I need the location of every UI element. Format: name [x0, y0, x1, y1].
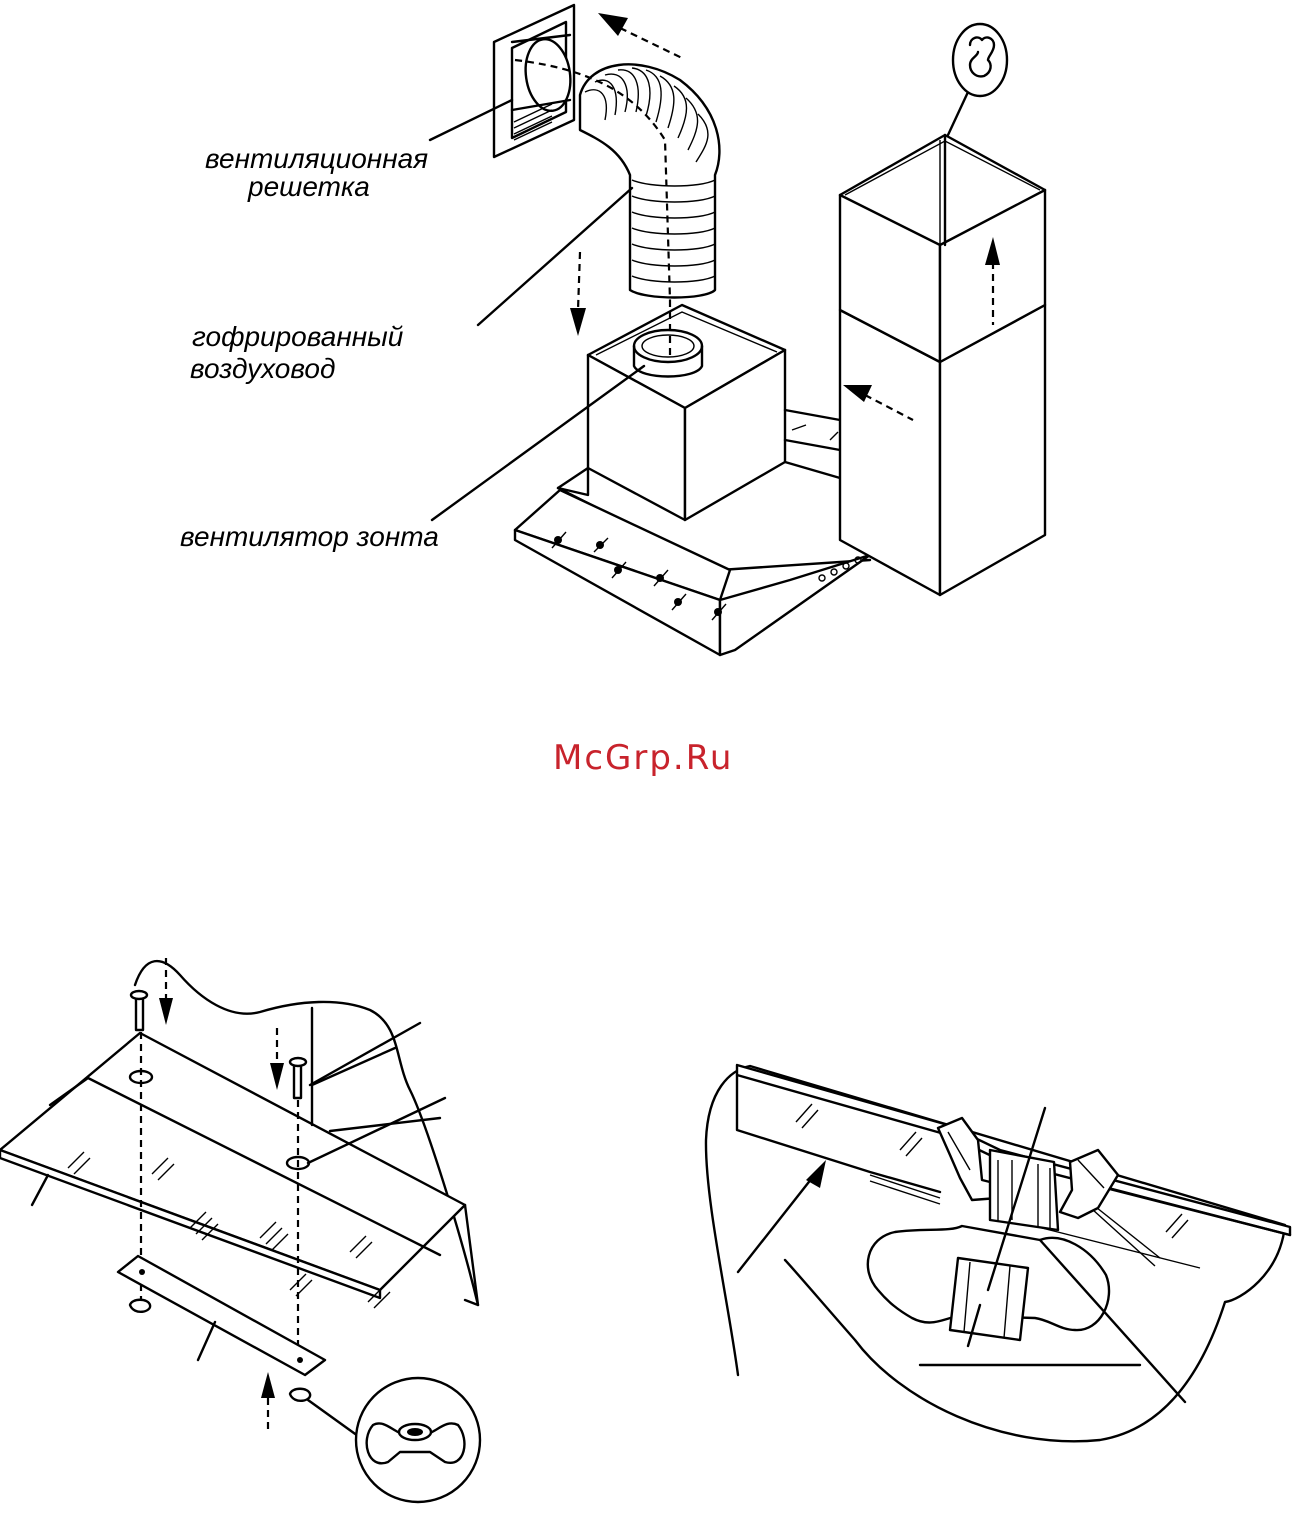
keyhole-callout: [948, 24, 1007, 135]
fan-label: вентилятор зонта: [180, 522, 439, 552]
detail-view: [706, 1065, 1290, 1441]
watermark: McGrp.Ru: [553, 738, 733, 778]
vent-grille-label-line2: решетка: [248, 172, 370, 202]
arrow-down-duct: [570, 252, 586, 336]
chimney-cover: [840, 135, 1045, 595]
vent-grille: [494, 5, 575, 157]
hood-fan-box: [588, 300, 785, 520]
arrow-down-bolt-2: [270, 1028, 284, 1090]
filter-assembly: [0, 961, 478, 1436]
arrow-left-top: [598, 13, 682, 58]
arrow-down-bolt-1: [159, 958, 173, 1025]
arrow-up-nut: [261, 1372, 275, 1432]
duct-label-line2: воздуховод: [190, 354, 335, 384]
wing-nut-callout: [356, 1378, 480, 1502]
duct-label-line1: гофрированный: [192, 322, 403, 352]
vent-grille-label-line1: вентиляционная: [205, 144, 428, 174]
